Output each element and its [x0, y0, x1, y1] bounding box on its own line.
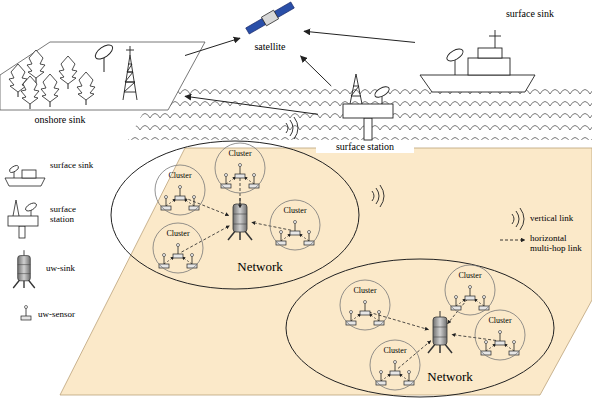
cluster-label: Cluster — [472, 316, 528, 325]
multi-hop-link — [164, 257, 174, 264]
station-node: surface sink — [415, 4, 565, 96]
legend-ship-icon — [5, 164, 45, 186]
station-node: satellite — [240, 0, 304, 56]
multi-hop-link — [299, 234, 309, 241]
station-node: onshore sink — [5, 38, 185, 130]
uw-sensor — [235, 164, 245, 179]
network-boundary — [286, 259, 554, 397]
onshore-dish — [93, 42, 115, 72]
cluster-circle: Cluster — [444, 264, 500, 316]
cluster-label: Cluster — [337, 286, 393, 295]
sensor-field — [159, 164, 519, 386]
land — [0, 42, 205, 110]
multi-hop-link — [226, 177, 236, 184]
multi-hop-link — [369, 314, 379, 321]
seabed — [60, 148, 592, 395]
cluster-label: Cluster — [267, 206, 323, 215]
radio-link — [304, 31, 415, 42]
trees — [9, 50, 95, 109]
cluster-circle: Cluster — [152, 222, 208, 274]
cluster-circle: Cluster — [269, 199, 325, 251]
uw-sensor — [290, 221, 300, 236]
multi-hop-link — [504, 344, 514, 351]
network-label: Network — [418, 370, 482, 385]
node-label: surface sink — [493, 8, 567, 20]
legend-label: surface station — [50, 204, 94, 225]
legend-vertical-link-icon — [512, 208, 524, 230]
cluster-circle: Cluster — [214, 142, 270, 194]
legend-station-icon — [8, 200, 38, 238]
radio-link — [185, 96, 318, 114]
legend-uw-sensor-icon — [21, 306, 31, 321]
multi-hop-link — [182, 257, 192, 264]
network-boundary — [111, 141, 359, 289]
legend-label: horizontal multi-hop link — [530, 233, 588, 254]
cluster-label: Cluster — [442, 271, 498, 280]
multi-hop-link — [244, 177, 254, 184]
cluster-circle: Cluster — [339, 279, 395, 331]
uw-sensor — [495, 331, 505, 346]
node-label: satellite — [238, 41, 302, 53]
ship-icon — [420, 30, 535, 92]
cluster-circle: Cluster — [154, 164, 210, 216]
uw-sensor — [173, 244, 183, 259]
vertical-link — [286, 117, 298, 139]
multi-hop-link — [456, 299, 466, 306]
ellipse-outline — [285, 258, 555, 398]
uw-sensor — [360, 301, 370, 316]
node-label: surface station — [316, 141, 414, 153]
onshore-tower — [123, 46, 137, 100]
satellite-icon — [245, 1, 295, 36]
multi-hop-link — [474, 299, 484, 306]
cluster-label: Cluster — [367, 346, 423, 355]
node-label: onshore sink — [18, 114, 102, 126]
multi-hop-link — [166, 199, 176, 206]
uw-sensor — [175, 186, 185, 201]
radio-link — [301, 56, 332, 86]
legend-uw-sink-icon — [13, 250, 35, 288]
multi-hop-link — [486, 344, 496, 351]
multi-hop-link — [399, 374, 409, 381]
station-node: surface station — [318, 86, 416, 156]
network-ellipse: NetworkClusterClusterClusterCluster — [285, 258, 555, 398]
legend-label: surface sink — [50, 160, 94, 170]
legend-label: vertical link — [530, 213, 588, 223]
legend-label: uw-sensor — [38, 309, 94, 319]
multi-hop-link — [351, 314, 361, 321]
multi-hop-link — [452, 335, 496, 341]
multi-hop-link — [281, 234, 291, 241]
cluster-circle: Cluster — [369, 339, 425, 391]
multi-hop-link — [381, 374, 391, 381]
cluster-circle: Cluster — [474, 309, 530, 361]
network-label: Network — [228, 260, 292, 275]
cluster-label: Cluster — [150, 229, 206, 238]
network-ellipse: NetworkClusterClusterClusterCluster — [110, 140, 360, 290]
multi-hop-link — [252, 222, 291, 230]
ellipse-outline — [110, 140, 360, 290]
cluster-label: Cluster — [152, 171, 208, 180]
uw-sensor — [465, 286, 475, 301]
legend-horizontal-link-icon — [500, 240, 525, 241]
legend-label: uw-sink — [46, 263, 96, 273]
uw-sink — [428, 311, 452, 353]
cluster-label: Cluster — [212, 149, 268, 158]
radio-link — [185, 38, 240, 55]
uw-sensor — [390, 361, 400, 376]
surface-station-icon — [343, 74, 393, 140]
vertical-link — [372, 185, 384, 207]
